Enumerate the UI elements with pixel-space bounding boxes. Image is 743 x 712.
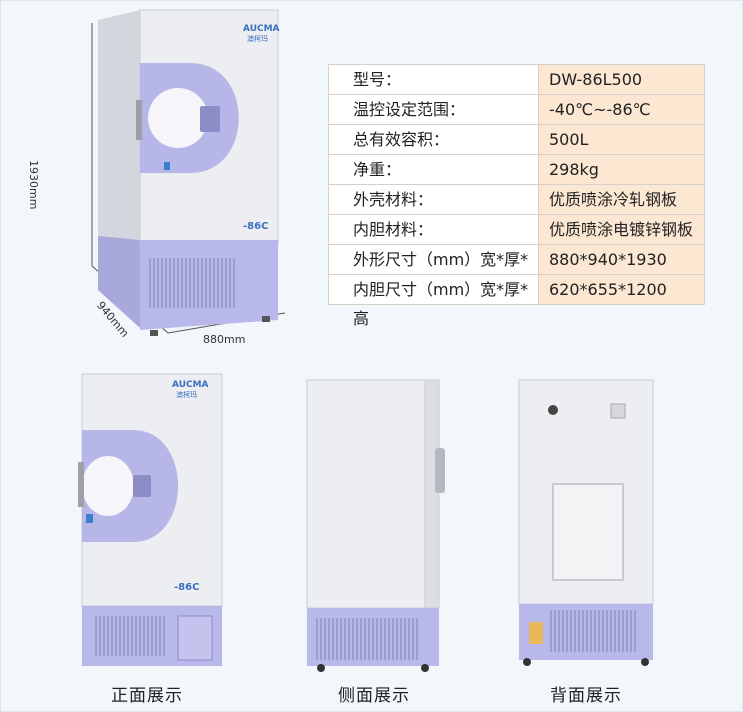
spec-label: 温控设定范围：: [328, 95, 538, 124]
spec-label: 型号：: [328, 65, 538, 94]
spec-label: 外壳材料：: [328, 185, 538, 214]
caption-front-view: 正面展示: [111, 686, 183, 706]
spec-value: 优质喷涂冷轧钢板: [538, 185, 705, 214]
spec-label: 内胆尺寸（mm）宽*厚*高: [328, 275, 538, 328]
front-brand-logo-cn: 澳柯玛: [176, 391, 197, 399]
spec-value: 620*655*1200: [538, 275, 705, 304]
spec-label: 外形尺寸（mm）宽*厚*高: [328, 245, 538, 298]
dimension-width: 880mm: [203, 333, 246, 346]
spec-row: 型号：DW-86L500: [328, 64, 705, 95]
spec-row: 总有效容积：500L: [328, 125, 705, 155]
spec-value: 500L: [538, 125, 705, 154]
spec-row: 外壳材料：优质喷涂冷轧钢板: [328, 185, 705, 215]
spec-label: 净重：: [328, 155, 538, 184]
brand-logo-cn: 澳柯玛: [247, 35, 268, 43]
spec-value: DW-86L500: [538, 65, 705, 94]
front-brand-logo: AUCMA: [172, 380, 209, 390]
caption-back-view: 背面展示: [550, 686, 622, 706]
spec-value: 298kg: [538, 155, 705, 184]
front-view-image: [78, 373, 223, 666]
spec-value: 880*940*1930: [538, 245, 705, 274]
spec-row: 外形尺寸（mm）宽*厚*高880*940*1930: [328, 245, 705, 298]
spec-row: 净重：298kg: [328, 155, 705, 185]
front-temp-display: -86C: [174, 582, 200, 593]
caption-side-view: 侧面展示: [338, 686, 410, 706]
dimension-height: 1930mm: [27, 160, 40, 210]
spec-row: 内胆材料：优质喷涂电镀锌钢板: [328, 215, 705, 245]
spec-label: 内胆材料：: [328, 215, 538, 244]
hero-freezer-image: [91, 9, 286, 336]
spec-label: 总有效容积：: [328, 125, 538, 154]
spec-value: -40℃~-86℃: [538, 95, 705, 124]
side-view-image: [306, 379, 445, 672]
back-view-image: [518, 379, 654, 666]
spec-value: 优质喷涂电镀锌钢板: [538, 215, 705, 244]
brand-logo: AUCMA: [243, 24, 280, 34]
temp-display: -86C: [243, 221, 269, 232]
spec-row: 温控设定范围：-40℃~-86℃: [328, 95, 705, 125]
